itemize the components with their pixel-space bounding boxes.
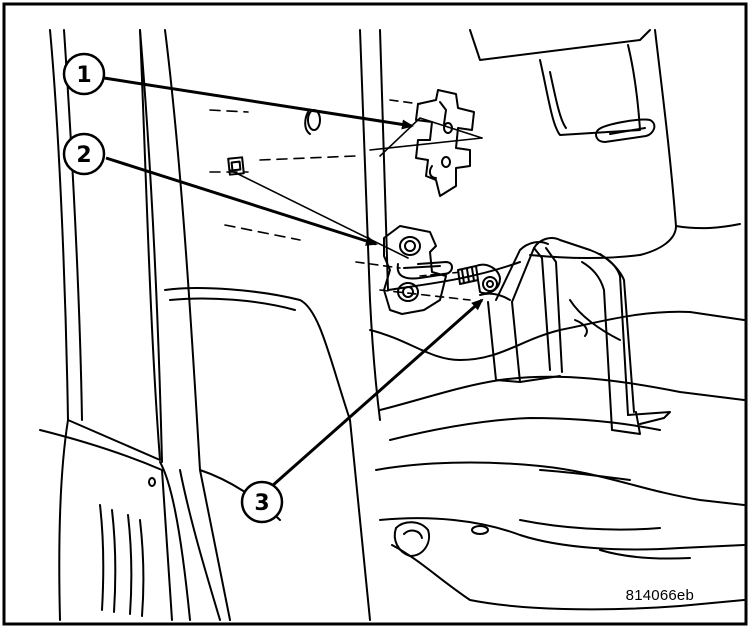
b-pillar bbox=[39, 29, 221, 621]
callout-1: 1 bbox=[62, 52, 106, 96]
callout-3: 3 bbox=[240, 480, 284, 524]
alignment-lines bbox=[209, 99, 483, 301]
callout-number: 3 bbox=[254, 491, 269, 516]
floor-pan bbox=[369, 299, 745, 611]
door-opening-frame bbox=[164, 29, 521, 621]
cab-back-panel bbox=[469, 29, 741, 260]
leader-lines bbox=[103, 76, 484, 488]
striker-bolt bbox=[457, 263, 501, 295]
tapping-plate bbox=[415, 89, 475, 197]
leader-line-2 bbox=[105, 156, 378, 246]
leader-line-3 bbox=[271, 298, 484, 488]
callout-number: 2 bbox=[76, 143, 91, 168]
seat-riser-bracket bbox=[479, 237, 671, 435]
callout-number: 1 bbox=[76, 63, 91, 88]
figure-border bbox=[2, 2, 748, 626]
door-striker bbox=[383, 225, 453, 315]
striker-mounting-hole bbox=[227, 156, 245, 176]
callout-2: 2 bbox=[62, 132, 106, 176]
figure-code: 814066eb bbox=[625, 587, 694, 604]
leader-line-1 bbox=[103, 76, 414, 130]
